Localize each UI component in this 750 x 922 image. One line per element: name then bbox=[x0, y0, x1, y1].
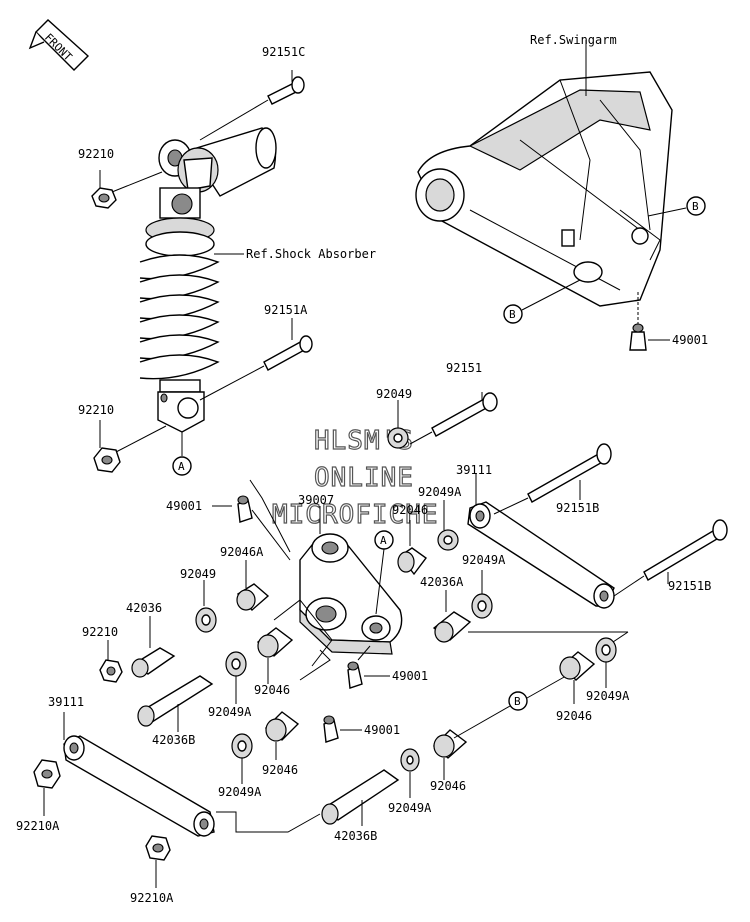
bolt-92151c bbox=[199, 70, 305, 141]
label-92151b-top: 92151B bbox=[556, 501, 599, 515]
bolt-92151b-bottom bbox=[613, 519, 728, 597]
callout-a-shock-label: A bbox=[178, 460, 185, 473]
label-92049a-bottom: 92049A bbox=[388, 801, 432, 815]
washer-92049a-bottom bbox=[400, 748, 420, 798]
bushing-42036a bbox=[432, 590, 472, 643]
callout-b-swingarm-right-label: B bbox=[692, 200, 699, 213]
label-92046-bottom-right: 92046 bbox=[430, 779, 466, 793]
label-92049a-mid: 92049A bbox=[208, 705, 252, 719]
grease-fitting-49001-swingarm bbox=[629, 292, 670, 351]
label-39111-right: 39111 bbox=[456, 463, 492, 477]
label-42036b-left: 42036B bbox=[152, 733, 195, 747]
label-92151c: 92151C bbox=[262, 45, 305, 59]
grease-fitting-49001-low bbox=[323, 715, 362, 743]
label-92151b-bottom: 92151B bbox=[668, 579, 711, 593]
callout-b-bottom bbox=[508, 691, 528, 711]
shock-absorber bbox=[139, 127, 277, 433]
bolt-92151b-top bbox=[493, 443, 612, 515]
grease-fitting-49001-mid bbox=[347, 645, 390, 689]
label-92210-left: 92210 bbox=[82, 625, 118, 639]
label-92151a: 92151A bbox=[264, 303, 308, 317]
label-42036a: 42036A bbox=[420, 575, 464, 589]
label-49001-left: 49001 bbox=[166, 499, 202, 513]
label-92046-low: 92046 bbox=[262, 763, 298, 777]
bushing-42036b-left bbox=[137, 675, 214, 732]
bearing-92046-top bbox=[397, 520, 427, 576]
bushing-42036b-bottom bbox=[321, 769, 400, 826]
bearing-92046-right bbox=[559, 651, 596, 704]
label-92049a-right: 92049A bbox=[462, 553, 506, 567]
bearing-92046-mid bbox=[256, 627, 294, 684]
nut-92210-top bbox=[91, 170, 163, 209]
label-92049-left: 92049 bbox=[180, 567, 216, 581]
callout-a-rocker-label: A bbox=[380, 534, 387, 547]
washer-92049-top bbox=[387, 400, 409, 449]
bushing-42036 bbox=[131, 616, 176, 678]
bolt-92151 bbox=[409, 392, 498, 445]
washer-92049a-right bbox=[471, 570, 493, 619]
bearing-92046-bottom-right bbox=[432, 729, 468, 780]
label-92210-mid: 92210 bbox=[78, 403, 114, 417]
callout-b-swingarm-left-label: B bbox=[509, 308, 516, 321]
label-49001-swingarm: 49001 bbox=[672, 333, 708, 347]
label-39007: 39007 bbox=[298, 493, 334, 507]
callout-b-swingarm-left bbox=[503, 304, 523, 324]
watermark-line-2: ONLINE bbox=[314, 463, 414, 493]
label-42036: 42036 bbox=[126, 601, 162, 615]
label-49001-low: 49001 bbox=[364, 723, 400, 737]
tie-rod-39111-left bbox=[63, 712, 215, 837]
label-ref-shock-absorber: Ref.Shock Absorber bbox=[246, 247, 376, 261]
swingarm bbox=[415, 71, 673, 307]
label-92046a: 92046A bbox=[220, 545, 264, 559]
callout-b-bottom-label: B bbox=[514, 695, 521, 708]
washer-92049a-top bbox=[437, 500, 459, 551]
rocker-arm-39007 bbox=[299, 506, 403, 655]
label-92210a-bottom: 92210A bbox=[130, 891, 174, 905]
label-92151: 92151 bbox=[446, 361, 482, 375]
label-92046-mid: 92046 bbox=[254, 683, 290, 697]
label-92210-top: 92210 bbox=[78, 147, 114, 161]
label-42036b-bottom: 42036B bbox=[334, 829, 377, 843]
grease-fitting-49001-left bbox=[212, 479, 291, 561]
label-49001-mid: 49001 bbox=[392, 669, 428, 683]
label-92049a-low: 92049A bbox=[218, 785, 262, 799]
label-92049-top: 92049 bbox=[376, 387, 412, 401]
nut-92210-mid bbox=[93, 420, 167, 473]
washer-92049-left bbox=[195, 580, 217, 633]
label-92046-right: 92046 bbox=[556, 709, 592, 723]
callout-a-shock bbox=[172, 456, 192, 476]
label-39111-left: 39111 bbox=[48, 695, 84, 709]
label-ref-swingarm: Ref.Swingarm bbox=[530, 33, 617, 47]
nut-92210a-left bbox=[33, 759, 61, 816]
callout-b-swingarm-right bbox=[686, 196, 706, 216]
label-92210a-left: 92210A bbox=[16, 819, 60, 833]
nut-92210-left bbox=[99, 640, 123, 683]
label-92049a-far-right: 92049A bbox=[586, 689, 630, 703]
bearing-92046a bbox=[236, 560, 270, 611]
bolt-92151a bbox=[199, 318, 313, 401]
bearing-92046-low bbox=[264, 711, 300, 760]
front-arrow-badge: FRONT bbox=[28, 19, 90, 71]
washer-92049a-far-right bbox=[595, 637, 617, 688]
washer-92049a-low bbox=[231, 733, 253, 784]
washer-92049a-mid bbox=[225, 651, 247, 704]
label-92049a-top: 92049A bbox=[418, 485, 462, 499]
nut-92210a-bottom bbox=[145, 835, 171, 888]
label-92046-top: 92046 bbox=[392, 503, 428, 517]
